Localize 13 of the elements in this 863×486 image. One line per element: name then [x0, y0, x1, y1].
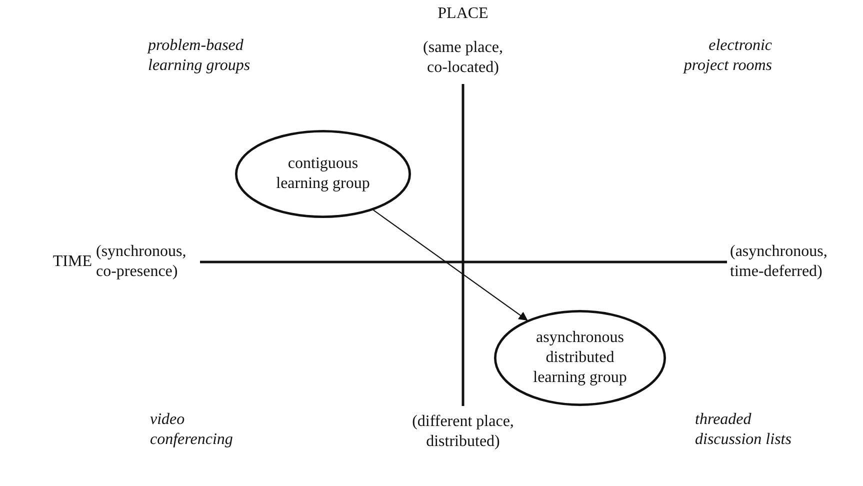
quadrant-example: video conferencing [150, 410, 234, 450]
node-text: asynchronous distributed learning group [532, 328, 628, 388]
axis-end-label: (asynchronous, time-deferred) [730, 242, 828, 282]
quadrant-example: electronic project rooms [682, 36, 772, 76]
axis-title: TIME [52, 252, 92, 272]
quadrant-example: threaded discussion lists [695, 410, 792, 450]
axis-end-label: (synchronous, co-presence) [96, 242, 188, 282]
axis-title: PLACE [438, 4, 488, 24]
axis-end-label: (same place, co-located) [422, 38, 504, 78]
quadrant-example: problem-based learning groups [148, 36, 252, 76]
axis-end-label: (different place, distributed) [411, 412, 515, 452]
node-text: contiguous learning group [275, 154, 371, 194]
arrow [373, 210, 528, 321]
